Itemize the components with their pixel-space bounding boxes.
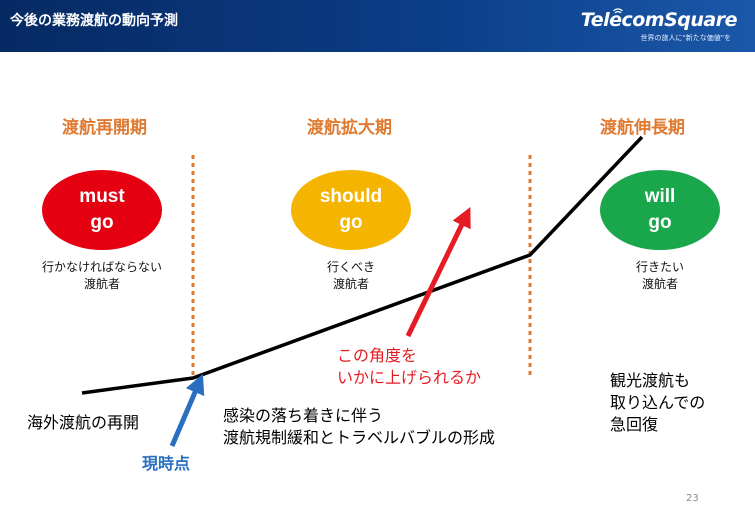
tourism-note-line1: 観光渡航も: [610, 371, 691, 390]
travel-restart-label: 海外渡航の再開: [27, 413, 140, 432]
restriction-easing-note: 感染の落ち着きに伴う 渡航規制緩和とトラベルバブルの形成: [223, 405, 495, 449]
angle-arrow: [405, 206, 471, 338]
desc-line2: 渡航者: [83, 277, 120, 291]
signal-icon: [613, 8, 623, 14]
tourism-note-line3: 急回復: [610, 415, 659, 434]
desc-line1: 行かなければならない: [41, 260, 162, 274]
logo-tagline: 世界の旅人に"新たな価値"を: [640, 34, 731, 42]
restart-traveler-desc: 行かなければならない 渡航者: [17, 259, 187, 293]
ellipse-text-line1: should: [319, 186, 383, 207]
will-go-ellipse: will go: [600, 170, 720, 250]
desc-line2: 渡航者: [641, 277, 678, 291]
phase-label-restart: 渡航再開期: [62, 118, 147, 138]
angle-note-line2: いかに上げられるか: [337, 368, 482, 387]
easing-note-line1: 感染の落ち着きに伴う: [223, 406, 384, 425]
ellipse-text-line2: go: [648, 212, 672, 233]
expansion-traveler-desc: 行くべき 渡航者: [266, 259, 436, 293]
ellipse-text-line1: must: [79, 186, 125, 207]
growth-traveler-desc: 行きたい 渡航者: [575, 259, 745, 293]
must-go-ellipse: must go: [42, 170, 162, 250]
phase-label-expansion: 渡航拡大期: [307, 118, 392, 138]
angle-note-line1: この角度を: [337, 346, 418, 365]
ellipse-text-line2: go: [90, 212, 114, 233]
easing-note-line2: 渡航規制緩和とトラベルバブルの形成: [223, 428, 496, 447]
phase-label-growth: 渡航伸長期: [600, 118, 685, 138]
tourism-note-line2: 取り込んでの: [610, 393, 706, 412]
page-number: 23: [686, 493, 699, 504]
current-point-label: 現時点: [142, 454, 191, 473]
header-bar: 今後の業務渡航の動向予測 TelecomSquare 世界の旅人に"新たな価値"…: [0, 0, 755, 52]
should-go-ellipse: should go: [291, 170, 411, 250]
travel-demand-line: [81, 135, 644, 395]
desc-line1: 行くべき: [326, 260, 375, 274]
tourism-recovery-note: 観光渡航も 取り込んでの 急回復: [610, 370, 705, 436]
ellipse-text-line1: will: [644, 186, 676, 207]
current-point-arrow: [169, 373, 205, 447]
company-logo: TelecomSquare: [580, 9, 738, 31]
angle-note: この角度を いかに上げられるか: [337, 345, 481, 389]
desc-line2: 渡航者: [332, 277, 369, 291]
desc-line1: 行きたい: [635, 260, 684, 274]
ellipse-text-line2: go: [339, 212, 363, 233]
page-title: 今後の業務渡航の動向予測: [10, 13, 178, 29]
